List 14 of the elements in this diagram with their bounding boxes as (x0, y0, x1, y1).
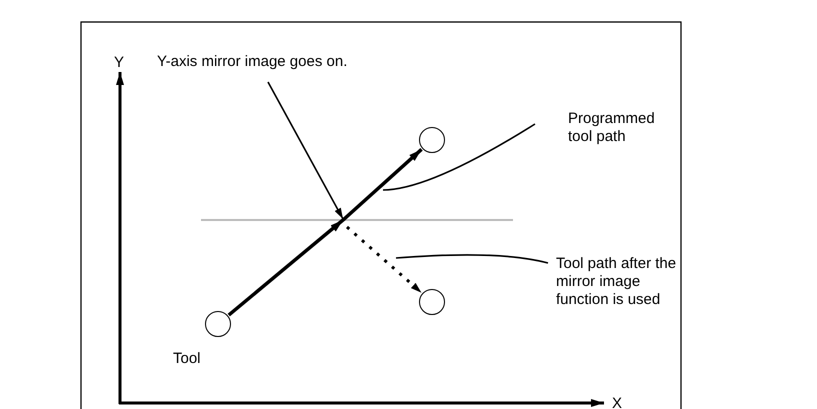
arrow (267, 82, 344, 220)
arrow (228, 148, 423, 316)
tool-position-circle (419, 127, 445, 153)
tool-position-circle (205, 311, 231, 337)
axis-label: Y (114, 54, 124, 72)
callout-text: Programmed tool path (568, 110, 683, 146)
callout-text: Y-axis mirror image goes on. (157, 53, 397, 71)
leader-line (396, 254, 548, 264)
axis-label: X (612, 395, 622, 409)
callout-text: Tool path after the mirror image function is used (556, 255, 678, 309)
arrow (346, 226, 422, 294)
tool-position-circle (419, 289, 445, 315)
leader-line (382, 123, 536, 191)
tool-label: Tool (173, 350, 201, 368)
